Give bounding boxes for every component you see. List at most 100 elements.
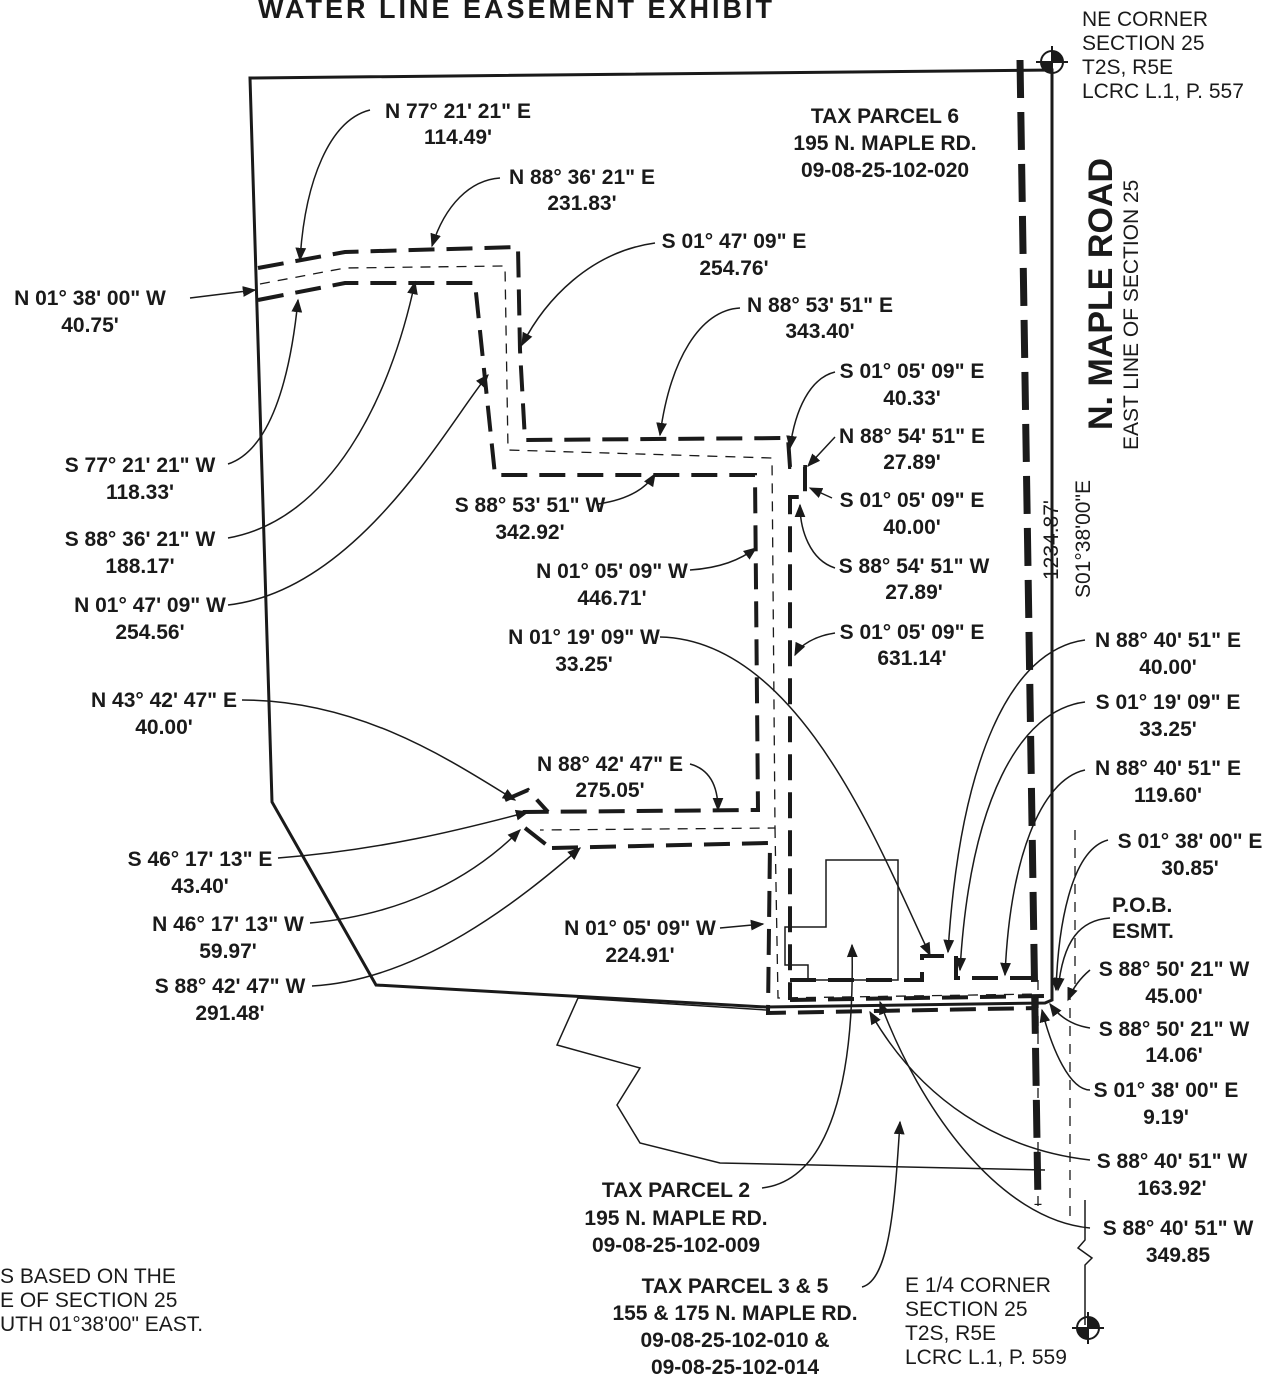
svg-text:188.17': 188.17' [105,555,174,578]
section-line-label: EAST LINE OF SECTION 25 [1120,180,1143,450]
parcel-6-label: TAX PARCEL 6 195 N. MAPLE RD. 09-08-25-1… [793,105,976,182]
svg-text:45.00': 45.00' [1145,985,1203,1008]
svg-text:S 01° 05' 09" E: S 01° 05' 09" E [840,621,985,644]
svg-text:S 88° 42' 47" W: S 88° 42' 47" W [155,975,306,998]
course-label: S 01° 47' 09" E 254.76' [662,230,807,280]
svg-text:119.60': 119.60' [1134,784,1202,807]
course-label: S 01° 19' 09" E 33.25' [1096,691,1241,741]
svg-text:N 88° 54' 51" E: N 88° 54' 51" E [839,425,985,448]
svg-text:N 88° 42' 47" E: N 88° 42' 47" E [537,753,683,776]
svg-text:S 01° 38' 00" E: S 01° 38' 00" E [1118,830,1263,853]
svg-text:N 88° 40' 51" E: N 88° 40' 51" E [1095,757,1241,780]
svg-text:09-08-25-102-020: 09-08-25-102-020 [801,159,969,182]
svg-text:N 01° 05' 09" W: N 01° 05' 09" W [564,917,716,940]
course-label: N 01° 05' 09" W 224.91' [564,917,716,967]
svg-text:NE CORNER: NE CORNER [1082,8,1208,31]
section-line-bearing: S01°38'00"E [1072,480,1095,598]
svg-text:27.89': 27.89' [885,581,943,604]
course-label: N 01° 38' 00" W 40.75' [14,287,166,337]
svg-text:342.92': 342.92' [495,521,564,544]
course-label: N 88° 40' 51" E 119.60' [1095,757,1241,807]
e-quarter-corner-symbol [1072,1312,1104,1344]
svg-text:40.00': 40.00' [135,716,193,739]
svg-text:TAX PARCEL 2: TAX PARCEL 2 [602,1179,750,1202]
svg-text:27.89': 27.89' [883,451,941,474]
course-label: S 01° 38' 00" E 30.85' [1118,830,1263,880]
section-line-distance: 1234.87' [1040,500,1063,580]
svg-text:SECTION 25: SECTION 25 [905,1298,1028,1321]
svg-text:118.33': 118.33' [106,481,174,504]
svg-text:S 01° 47' 09" E: S 01° 47' 09" E [662,230,807,253]
svg-text:446.71': 446.71' [577,587,646,610]
svg-text:09-08-25-102-014: 09-08-25-102-014 [651,1356,819,1379]
water-line-centerline-2 [774,827,1041,999]
svg-text:S 01° 05' 09" E: S 01° 05' 09" E [840,489,985,512]
svg-text:631.14': 631.14' [877,647,946,670]
svg-text:S 46° 17' 13" E: S 46° 17' 13" E [128,848,273,871]
svg-text:30.85': 30.85' [1161,857,1219,880]
course-label: N 77° 21' 21" E 114.49' [385,100,531,149]
course-label: S 88° 53' 51" W 342.92' [455,494,606,544]
svg-text:343.40': 343.40' [785,320,854,343]
svg-text:195 N. MAPLE RD.: 195 N. MAPLE RD. [793,132,976,155]
exhibit-title: WATER LINE EASEMENT EXHIBIT [258,0,775,24]
easement-east-stub [790,954,1045,982]
svg-text:SECTION 25: SECTION 25 [1082,32,1205,55]
svg-text:163.92': 163.92' [1137,1177,1206,1200]
course-label: N 88° 53' 51" E 343.40' [747,294,893,343]
svg-text:114.49': 114.49' [424,126,492,149]
svg-text:S 01° 19' 09" E: S 01° 19' 09" E [1096,691,1241,714]
road-name: N. MAPLE ROAD [1082,158,1120,430]
parcel-6-boundary [248,68,1054,1009]
svg-text:LCRC L.1, P. 559: LCRC L.1, P. 559 [905,1346,1067,1369]
svg-text:N 88° 53' 51" E: N 88° 53' 51" E [747,294,893,317]
section-line-break [1076,1200,1094,1325]
svg-text:N 01° 47' 09" W: N 01° 47' 09" W [74,594,226,617]
parcel-3-5-boundary [555,997,1046,1171]
course-label: N 01° 47' 09" W 254.56' [74,594,226,644]
svg-text:14.06': 14.06' [1145,1044,1203,1067]
course-label: S 77° 21' 21" W 118.33' [65,454,216,504]
svg-text:T2S, R5E: T2S, R5E [1082,56,1173,79]
course-label: N 88° 54' 51" E 27.89' [839,425,985,474]
easement-edge-outer [257,244,807,1000]
ne-corner-label: NE CORNER SECTION 25 T2S, R5E LCRC L.1, … [1082,8,1244,103]
svg-text:LCRC L.1, P. 557: LCRC L.1, P. 557 [1082,80,1244,103]
svg-text:E OF SECTION 25: E OF SECTION 25 [0,1289,177,1312]
course-label: S 01° 05' 09" E 40.33' [840,360,985,410]
easement-edge-bottom [789,994,1046,1002]
course-label: N 46° 17' 13" W 59.97' [152,913,304,963]
course-label: N 88° 40' 51" E 40.00' [1095,629,1241,679]
course-label: N 01° 19' 09" W 33.25' [508,626,660,676]
svg-text:09-08-25-102-009: 09-08-25-102-009 [592,1234,760,1257]
svg-text:S 88° 53' 51" W: S 88° 53' 51" W [455,494,606,517]
course-label: S 46° 17' 13" E 43.40' [128,848,273,898]
road-row-line [1016,59,1042,1206]
parcel-3-5-label: TAX PARCEL 3 & 5 155 & 175 N. MAPLE RD. … [612,1275,857,1379]
svg-text:S 01° 38' 00" E: S 01° 38' 00" E [1094,1079,1239,1102]
svg-text:40.00': 40.00' [883,516,941,539]
leader-lines [189,109,1111,1288]
course-label: S 88° 50' 21" W 14.06' [1099,1018,1250,1067]
svg-text:40.75': 40.75' [61,314,119,337]
svg-text:33.25': 33.25' [1139,718,1197,741]
svg-text:S 88° 54' 51" W: S 88° 54' 51" W [839,555,990,578]
svg-text:S BASED ON THE: S BASED ON THE [0,1265,176,1288]
svg-text:40.33': 40.33' [883,387,941,410]
easement-spur [504,787,550,814]
svg-text:40.00': 40.00' [1139,656,1197,679]
svg-text:155 & 175 N. MAPLE RD.: 155 & 175 N. MAPLE RD. [612,1302,857,1325]
course-label: N 88° 36' 21" E 231.83' [509,166,655,215]
svg-text:254.56': 254.56' [115,621,184,644]
course-label: N 88° 42' 47" E 275.05' [537,753,683,802]
svg-text:231.83': 231.83' [547,192,616,215]
svg-text:P.O.B.: P.O.B. [1112,894,1172,917]
svg-text:S 77° 21' 21" W: S 77° 21' 21" W [65,454,216,477]
ne-corner-symbol [1036,46,1068,78]
parcel-2-label: TAX PARCEL 2 195 N. MAPLE RD. 09-08-25-1… [584,1179,767,1257]
easement-spur-2 [523,826,550,848]
svg-text:N 01° 38' 00" W: N 01° 38' 00" W [14,287,166,310]
svg-text:33.25': 33.25' [555,653,613,676]
svg-text:T2S, R5E: T2S, R5E [905,1322,996,1345]
